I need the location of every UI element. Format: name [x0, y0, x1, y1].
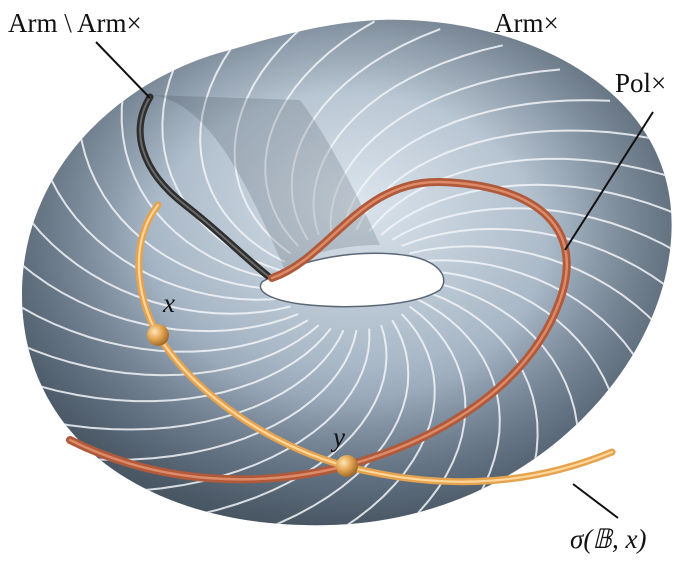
label-sigma: σ(𝔹, x)	[570, 524, 647, 554]
torus-surface	[21, 19, 672, 526]
point-y	[336, 455, 358, 477]
surface-stripe	[21, 324, 320, 377]
leader-lines	[95, 41, 654, 519]
label-arm-minus: Arm \ Arm×	[8, 8, 142, 38]
surface-stripe	[401, 227, 672, 323]
surface-stripe	[342, 99, 611, 231]
label-x: x	[162, 288, 175, 318]
curves	[66, 93, 616, 486]
surface-stripe	[324, 313, 436, 526]
labels: Arm \ Arm× Arm× Pol× x y σ(𝔹, x)	[8, 8, 666, 554]
surface-stripe	[290, 28, 441, 241]
surface-stripe	[259, 319, 410, 526]
surface-stripe	[21, 237, 299, 333]
surface-stripe	[21, 285, 309, 353]
surface-stripe	[197, 324, 388, 516]
surface-stripe	[329, 68, 561, 232]
surface-stripe	[368, 157, 672, 233]
torus-hole	[259, 252, 445, 308]
point-x	[147, 324, 169, 346]
surface-stripe	[199, 31, 286, 263]
label-arm-x: Arm×	[494, 8, 559, 38]
surface-stripe	[89, 329, 358, 461]
surface-stripe	[264, 20, 376, 247]
label-y: y	[330, 422, 345, 452]
surface-stripe	[380, 183, 672, 236]
label-pol-x: Pol×	[615, 68, 666, 98]
surface-stripe	[312, 44, 503, 236]
surface-stripe	[233, 21, 309, 255]
surface-stripe	[21, 191, 291, 315]
